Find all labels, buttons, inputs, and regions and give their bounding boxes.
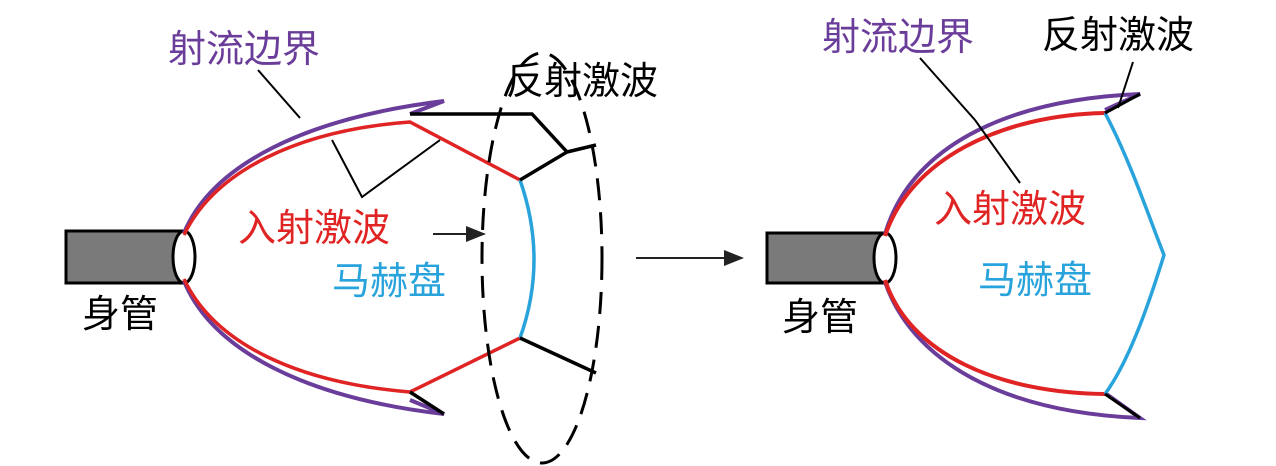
nozzle-right bbox=[765, 231, 887, 285]
nozzle-left bbox=[64, 229, 186, 285]
leader-jet-boundary-left bbox=[257, 69, 301, 119]
incident-shock-left bbox=[182, 120, 521, 394]
mach-disk-right bbox=[1103, 112, 1166, 396]
reflected-shock-right bbox=[1104, 92, 1141, 420]
right-diagram: 射流边界 反射激波 入射激波 马赫盘 身管 bbox=[765, 13, 1194, 421]
highlight-ellipse bbox=[480, 51, 604, 465]
nozzle-exit-right bbox=[872, 231, 898, 285]
left-diagram: 射流边界 反射激波 入射激波 马赫盘 身管 bbox=[64, 27, 658, 465]
leader-reflected-shock-right bbox=[1117, 61, 1134, 109]
jet-boundary-left bbox=[182, 99, 445, 416]
jet-boundary-right bbox=[883, 92, 1147, 421]
label-jet-boundary-left: 射流边界 bbox=[168, 27, 320, 71]
leader-jet-boundary-right bbox=[919, 57, 976, 121]
leader-incident-shock-right bbox=[974, 119, 1021, 184]
incident-shock-right bbox=[883, 111, 1106, 396]
label-reflected-shock-left: 反射激波 bbox=[506, 59, 658, 103]
label-incident-shock-right: 入射激波 bbox=[934, 187, 1086, 231]
mach-disk-left bbox=[518, 179, 536, 339]
nozzle-exit-left bbox=[171, 229, 197, 285]
leader-incident-shock-left bbox=[331, 139, 441, 199]
label-mach-disk-right: 马赫盘 bbox=[978, 258, 1092, 302]
reflected-shock-left bbox=[409, 112, 597, 416]
label-reflected-shock-right: 反射激波 bbox=[1042, 13, 1194, 57]
label-mach-disk-left: 马赫盘 bbox=[332, 259, 446, 303]
label-nozzle-right: 身管 bbox=[782, 295, 858, 339]
label-jet-boundary-right: 射流边界 bbox=[822, 15, 974, 59]
label-nozzle-left: 身管 bbox=[82, 292, 158, 336]
label-incident-shock-left: 入射激波 bbox=[238, 206, 390, 250]
